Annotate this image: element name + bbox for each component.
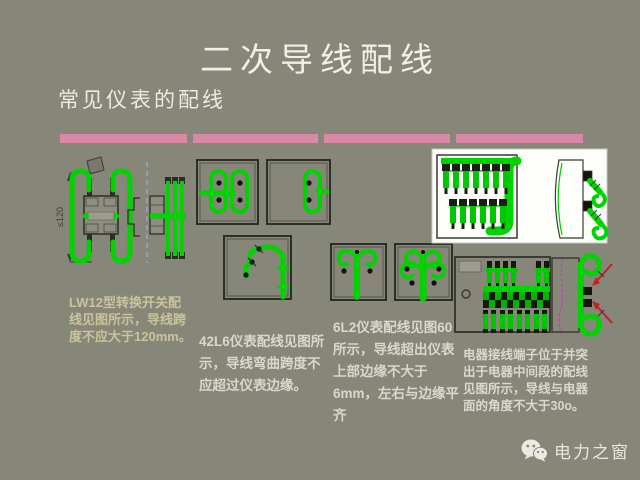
relay-diagram <box>454 253 613 337</box>
caption-42l6: 42L6仪表配线见图所示，导线弯曲跨度不应超过仪表边缘。 <box>199 334 325 393</box>
page-subtitle: 常见仪表的配线 <box>58 89 226 112</box>
wechat-icon <box>521 439 548 462</box>
divider-bar-3 <box>324 134 450 143</box>
caption-lw12: LW12型转换开关配线见图所示，导线跨度不应大于120mm。 <box>69 295 192 344</box>
lw12-diagram: ≤120 <box>55 156 186 264</box>
caption-6l2: 6L2仪表配线见图60所示，导线超出仪表上部边缘不大于6mm，左右与边缘平齐 <box>333 320 460 423</box>
watermark: 电力之窗 <box>521 438 630 463</box>
divider-bar-4 <box>456 134 583 143</box>
divider-bar-2 <box>193 134 318 143</box>
dimension-label: ≤120 <box>55 207 65 227</box>
watermark-brand: 电力之窗 <box>554 443 630 462</box>
caption-relay: 电器接线端子位于并突出于电器中间段的配线见图所示，导线与电器面的角度不大于30o… <box>463 348 589 413</box>
terminal-strip-inset <box>431 148 609 244</box>
meter-6l2-diagram <box>330 243 453 302</box>
page-title: 二次导线配线 <box>200 41 440 78</box>
meter-42l6-diagram <box>196 159 331 300</box>
divider-bar-1 <box>60 134 187 143</box>
